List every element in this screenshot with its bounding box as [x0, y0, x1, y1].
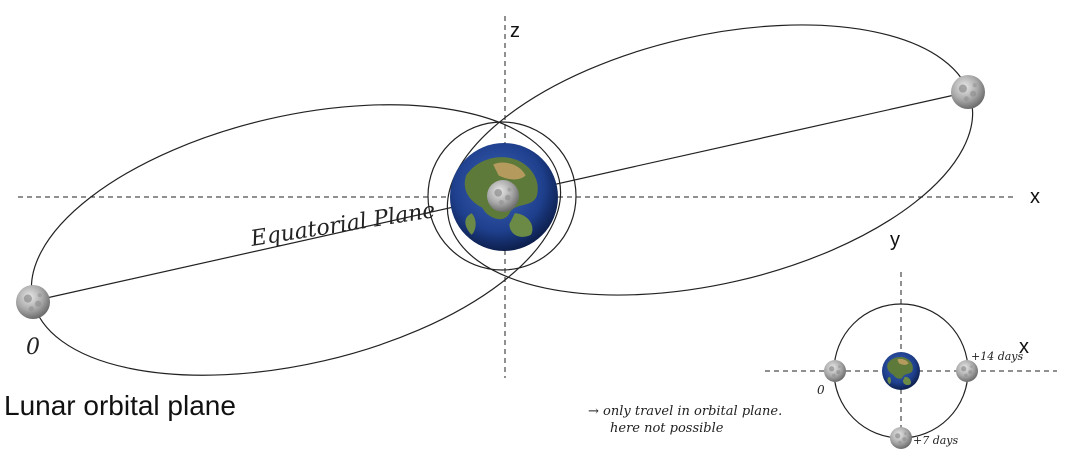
inner-orbit-circle	[427, 121, 577, 271]
inset-start-label: 0	[817, 383, 825, 397]
z-axis-label: z	[510, 20, 520, 42]
start-position-label: 0	[26, 335, 40, 360]
note-line-1: → only travel in orbital plane.	[588, 404, 782, 419]
inset-moon-7days	[890, 427, 912, 449]
moon-right	[951, 75, 985, 109]
x-axis-label: x	[1030, 186, 1040, 208]
inset-14days-label: +14 days	[971, 350, 1024, 363]
inset-moon-14days	[956, 360, 978, 382]
inset-diagram: x 0 +14 days +7 days	[765, 272, 1057, 452]
equatorial-plane-label: Equatorial Plane	[248, 198, 437, 252]
inset-x-axis-label: x	[1019, 336, 1029, 358]
note-line-2: here not possible	[610, 421, 724, 436]
inset-moon-start	[824, 360, 846, 382]
inset-7days-label: +7 days	[913, 434, 959, 447]
lunar-orbital-plane-caption: Lunar orbital plane	[4, 390, 236, 421]
inset-earth	[882, 352, 920, 390]
y-axis-label: y	[890, 229, 900, 251]
moon-left	[16, 285, 50, 319]
moon-near-earth	[487, 180, 519, 212]
